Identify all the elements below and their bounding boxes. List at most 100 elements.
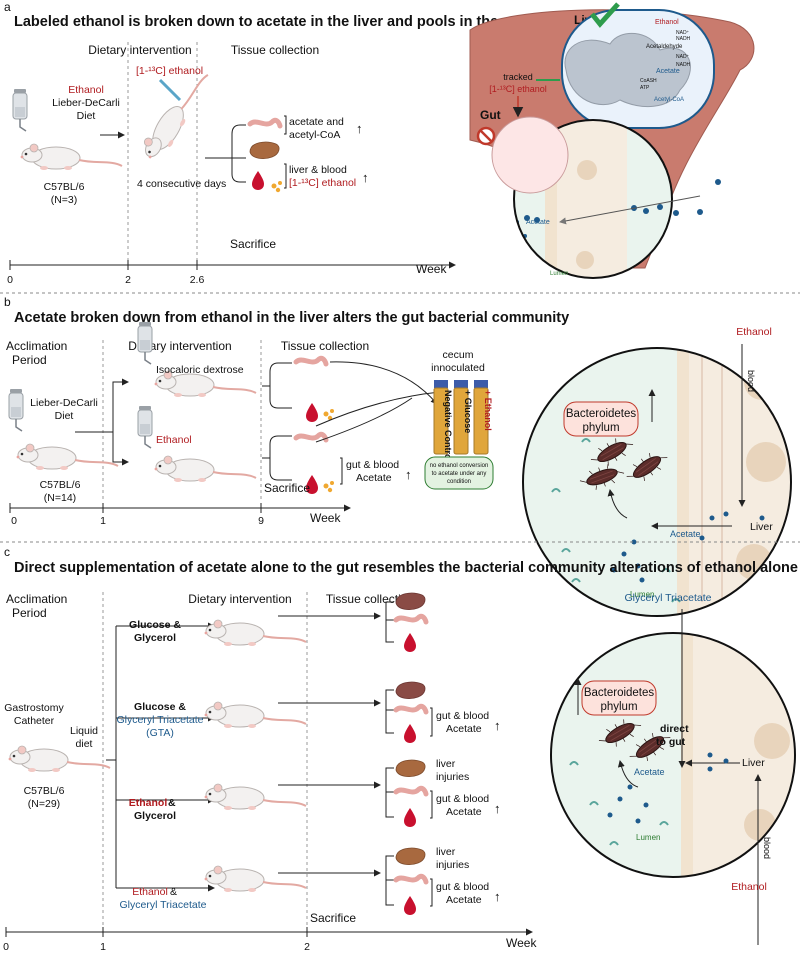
check-icon — [590, 2, 620, 28]
stomach-detail — [491, 116, 569, 194]
outcome-liver: liver — [436, 846, 456, 858]
inset-acetate-label: Acetate — [526, 219, 550, 226]
inset-blood-label: blood — [762, 837, 772, 859]
phylum-label: phylum — [600, 701, 637, 713]
tube-negative: Negative Control — [433, 380, 453, 462]
inset-gta-label: Glyceryl Triacetate — [625, 592, 712, 604]
gut-icon — [396, 706, 426, 712]
gut-icon — [250, 120, 280, 126]
bacteroidetes-label: Bacteroidetes — [584, 687, 655, 699]
tick-0: 0 — [7, 274, 13, 286]
acclimation-label: Acclimation — [6, 592, 67, 606]
liver-icon — [249, 141, 280, 159]
tissue-group-3: liver injuries gut & blood Acetate ↑ — [385, 758, 501, 827]
diet-label-ethanol: Ethanol — [68, 84, 104, 96]
n-label: (N=3) — [51, 194, 78, 206]
outcome-liver-blood: liver & blood — [289, 164, 347, 176]
n-label: (N=14) — [44, 492, 76, 504]
tick-1: 1 — [100, 515, 106, 527]
acclimation-label: Acclimation — [6, 339, 67, 353]
svg-text:+ Glucose: + Glucose — [463, 390, 473, 433]
inset-acetate-label: Acetate — [670, 529, 701, 539]
diet-label-lieber: Lieber-DeCarli — [30, 397, 98, 409]
group1-label: Glucose & — [129, 619, 181, 631]
period-label: Period — [12, 606, 47, 620]
mouse-icon — [7, 745, 111, 773]
outcome-gut-blood: gut & blood — [346, 459, 399, 471]
phylum-label: phylum — [582, 422, 619, 434]
inset-liver-label: Liver — [750, 521, 773, 533]
diet-label-diet: Diet — [77, 110, 96, 122]
group4-ethanol: Ethanol — [132, 886, 168, 898]
bacteroidetes-box — [563, 401, 639, 437]
tick-9: 9 — [258, 515, 264, 527]
outcome-injuries: injuries — [436, 859, 469, 871]
tracer-label: [1-¹³C] ethanol — [136, 65, 203, 77]
bottle-icon — [8, 388, 24, 432]
mouse-icon — [203, 865, 307, 893]
panel-c: c Direct supplementation of acetate alon… — [3, 545, 798, 953]
panel-b: b Acetate broken down from ethanol in th… — [0, 295, 800, 617]
no-conversion-note — [424, 456, 494, 490]
tick-2: 2 — [125, 274, 131, 286]
up-arrow-icon: ↑ — [494, 889, 501, 904]
mito-acetylcoa: Acetyl-CoA — [654, 97, 684, 103]
tube-ethanol: + Ethanol — [473, 380, 493, 455]
outcome-acetate: Acetate — [446, 894, 482, 906]
outcome-acetate: Acetate — [356, 472, 392, 484]
panel-b-inset: Bacteroidetes phylum Ethanol blood Liver… — [522, 326, 792, 617]
innoculated-label: innoculated — [431, 362, 485, 374]
mouse-icon — [203, 783, 307, 811]
diet-label-diet: Diet — [55, 410, 74, 422]
mitochondrion — [564, 32, 691, 108]
strain-label: C57BL/6 — [24, 785, 65, 797]
svg-text:to acetate under any: to acetate under any — [432, 471, 487, 477]
gut-icon — [396, 616, 426, 622]
inset-ethanol-label: Ethanol — [731, 881, 767, 893]
tube-glucose: + Glucose — [453, 380, 473, 455]
mito-coash: CoASH — [640, 78, 657, 84]
diet-label-lieber: Lieber-DeCarli — [52, 97, 120, 109]
panel-a-diet-header: Dietary intervention — [88, 43, 191, 57]
group4-gta: Glyceryl Triacetate — [120, 899, 207, 911]
strain-label: C57BL/6 — [40, 479, 81, 491]
mouse-icon — [203, 701, 307, 729]
bottle-icon — [137, 405, 153, 449]
group2-label: Glucose & — [134, 701, 186, 713]
outcome-gut-blood: gut & blood — [436, 881, 489, 893]
cecum-label: cecum — [443, 349, 474, 361]
liver-icon — [395, 592, 426, 610]
group1-glycerol: Glycerol — [134, 632, 176, 644]
panel-c-title: Direct supplementation of acetate alone … — [14, 560, 798, 576]
outcome-liver: liver — [436, 758, 456, 770]
mouse-icon — [19, 143, 123, 171]
panel-a-letter: a — [4, 0, 11, 14]
inset-acetate-label: Acetate — [634, 767, 665, 777]
outcome-tracer: [1-¹³C] ethanol — [289, 177, 356, 189]
tick-1: 1 — [100, 941, 106, 953]
mito-acetate: Acetate — [656, 68, 680, 75]
tick-0: 0 — [3, 941, 9, 953]
outcome-acetate: acetate and — [289, 116, 344, 128]
gut-icon — [296, 434, 326, 440]
group4-amp: & — [170, 886, 177, 898]
panel-c-letter: c — [4, 545, 10, 559]
direct-label: direct — [660, 723, 689, 735]
mito-nadh2: NADH — [676, 62, 691, 68]
group3-ethanol: Ethanol — [129, 797, 168, 809]
group2-gta-abbrev: (GTA) — [146, 727, 174, 739]
mito-nad2: NAD⁺ — [676, 54, 690, 60]
up-arrow-icon: ↑ — [405, 467, 412, 482]
bottle-icon — [137, 321, 153, 365]
outcome-acetate: Acetate — [446, 723, 482, 735]
inset-blood-label: blood — [746, 370, 756, 392]
mouse-icon — [203, 619, 307, 647]
inset-lumen-label: Lumen — [636, 833, 660, 842]
tracked-label: tracked — [503, 72, 533, 82]
duration-label: 4 consecutive days — [137, 178, 226, 190]
sacrifice-label: Sacrifice — [310, 911, 356, 925]
up-arrow-icon: ↑ — [356, 121, 363, 136]
inset-ethanol-label: Ethanol — [736, 326, 772, 338]
panel-b-diet-header: Dietary intervention — [128, 339, 231, 353]
